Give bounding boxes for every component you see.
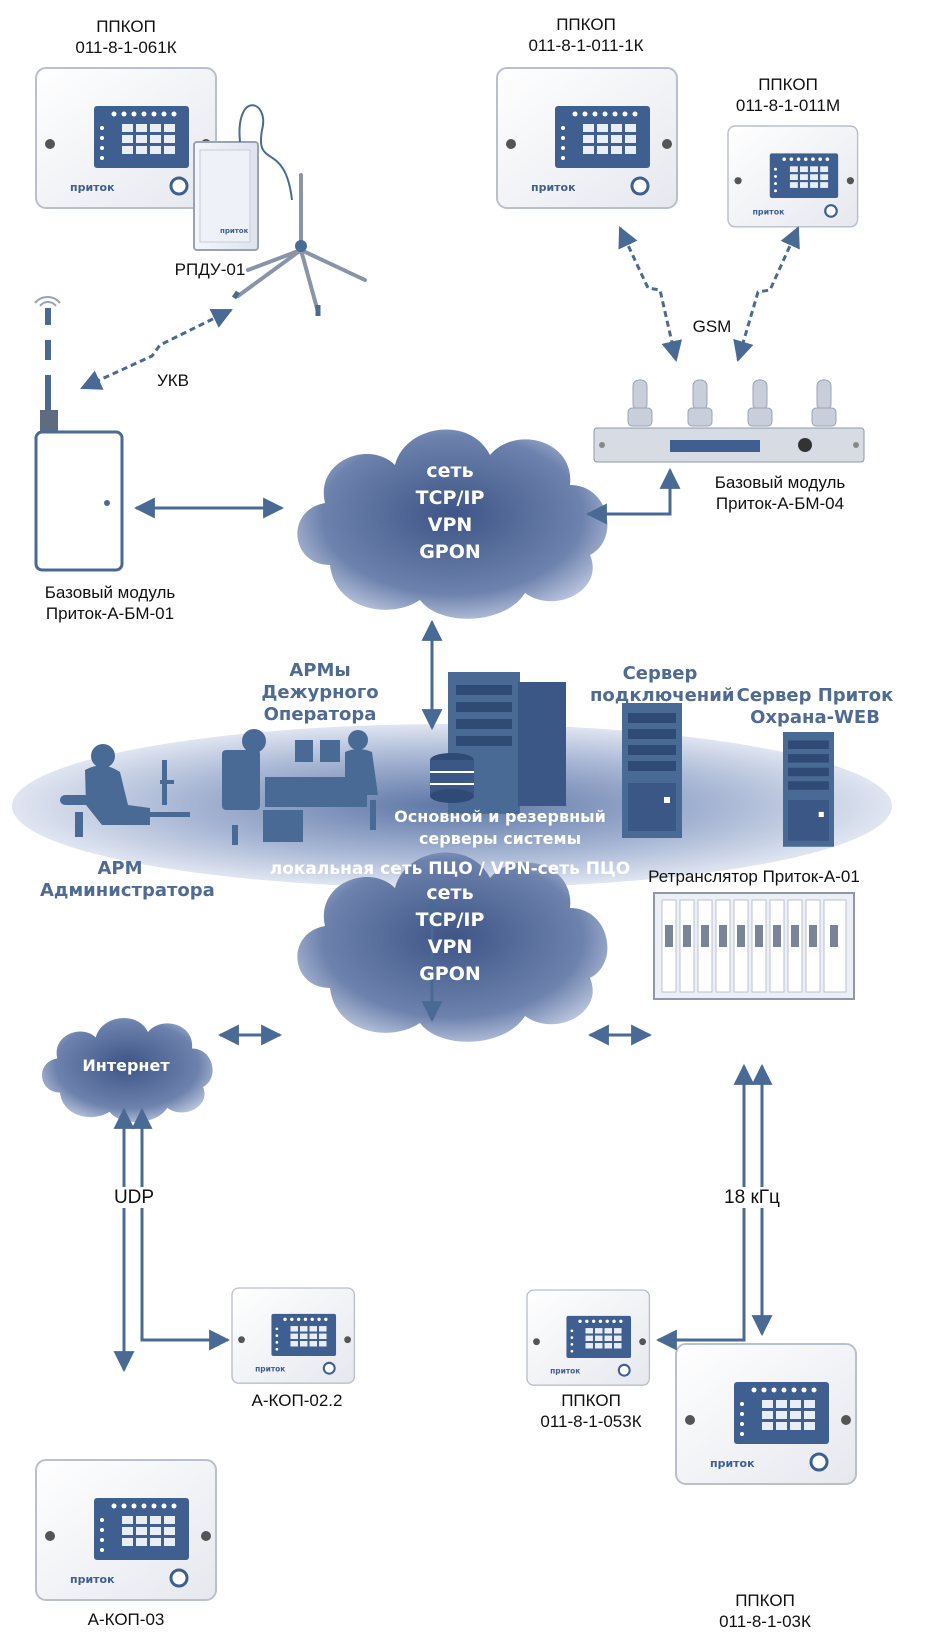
- khz-link-1: [655, 1063, 755, 1351]
- device-name: ППКОП: [735, 1591, 795, 1610]
- device-name: ППКОП: [556, 15, 616, 34]
- bm01-line1: Базовый модуль: [44, 583, 176, 602]
- server-conn-line2: подключений: [590, 685, 735, 706]
- server-connections-label: Сервер подключений: [590, 663, 735, 707]
- ppkop-011m-label: ППКОП 011-8-1-011М: [718, 74, 858, 116]
- rpdu-label: РПДУ-01: [174, 260, 246, 279]
- device-name: ППКОП: [96, 17, 156, 36]
- device-model: 011-8-1-03К: [719, 1612, 811, 1631]
- cloud-line1: сеть: [426, 460, 474, 482]
- device-name: ППКОП: [758, 75, 818, 94]
- cloud-line3: VPN: [427, 936, 473, 958]
- arm-operator-line3: Оператора: [263, 704, 377, 725]
- device-name: ППКОП: [561, 1391, 621, 1410]
- arm-admin-label: АРМ Администратора: [40, 858, 215, 902]
- arm-admin-icon: [60, 744, 190, 837]
- arm-admin-line2: Администратора: [40, 880, 215, 901]
- bm01-line2: Приток-А-БМ-01: [45, 604, 175, 623]
- server-web-line1: Сервер Приток: [736, 685, 894, 706]
- akop-02-2-device: [230, 1286, 356, 1385]
- server-web-line2: Охрана-WEB: [750, 707, 880, 728]
- bm01-label: Базовый модуль Приток-А-БМ-01: [20, 582, 200, 624]
- udp-label: UDP: [104, 1187, 164, 1208]
- bm04-label: Базовый модуль Приток-А-БМ-04: [690, 472, 870, 514]
- ppkop-061k-device: [34, 66, 218, 210]
- bm04-device: [593, 379, 865, 463]
- network-cloud-top-label: сеть TCP/IP VPN GPON: [380, 458, 520, 566]
- internet-cloud-label: Интернет: [82, 1056, 170, 1075]
- arm-operator-label: АРМы Дежурного Оператора: [255, 660, 385, 726]
- ppkop-03k-label: ППКОП 011-8-1-03К: [690, 1590, 840, 1632]
- ppkop-011-1k-device: [495, 66, 679, 210]
- svg-text:притoк: притoк: [220, 227, 249, 235]
- server-connections-icon: [622, 703, 682, 838]
- ppkop-011m-device: [726, 124, 859, 228]
- akop-02-2-label: А-КОП-02.2: [251, 1391, 343, 1410]
- main-servers-label: Основной и резервный серверы системы: [375, 806, 625, 850]
- cloud-bm04-link: [585, 467, 681, 525]
- server-conn-line1: Сервер: [622, 663, 698, 684]
- bm04-line1: Базовый модуль: [714, 473, 846, 492]
- udp-link-2: [131, 1107, 231, 1351]
- antenna-icon: [236, 173, 367, 314]
- ppkop-053k-device: [525, 1288, 651, 1387]
- retranslator-label: Ретранслятор Приток-А-01: [648, 867, 860, 886]
- ppkop-061k-label: ППКОП 011-8-1-061К: [56, 16, 196, 58]
- arm-operator-line2: Дежурного: [261, 682, 379, 703]
- main-servers-line1: Основной и резервный: [394, 807, 606, 826]
- cloud-line3: VPN: [427, 514, 473, 536]
- khz-label: 18 кГц: [712, 1187, 792, 1208]
- ukv-label: УКВ: [156, 371, 190, 390]
- cloud-line2: TCP/IP: [415, 909, 485, 931]
- cloud-line4: GPON: [419, 963, 481, 985]
- device-model: 011-8-1-011-1К: [528, 36, 644, 55]
- network-cloud-bottom-label: сеть TCP/IP VPN GPON: [380, 880, 520, 988]
- bm01-device: [34, 430, 124, 572]
- arm-operators-icon: [222, 729, 378, 845]
- main-servers-icon: [430, 672, 566, 814]
- device-model: 011-8-1-053К: [540, 1412, 642, 1431]
- gsm-label: GSM: [692, 317, 732, 336]
- device-model: 011-8-1-011М: [735, 96, 841, 115]
- server-web-icon: [783, 732, 834, 847]
- arm-admin-line1: АРМ: [97, 858, 143, 879]
- pco-lan-label: локальная сеть ПЦО / VPN-сеть ПЦО: [269, 859, 631, 879]
- ukv-link: [80, 308, 233, 390]
- gsm-link-left: [618, 226, 683, 363]
- bm01-mast: [34, 296, 61, 432]
- cloud-line1: сеть: [426, 882, 474, 904]
- ppkop-03k-device: [674, 1342, 858, 1486]
- cloud-line4: GPON: [419, 541, 481, 563]
- main-servers-line2: серверы системы: [418, 829, 582, 848]
- akop-03-device: [34, 1458, 218, 1602]
- device-model: 011-8-1-061К: [75, 38, 177, 57]
- arm-operator-line1: АРМы: [289, 660, 351, 681]
- cloud-line2: TCP/IP: [415, 487, 485, 509]
- akop-03-label: А-КОП-03: [87, 1610, 165, 1629]
- rpdu-device: притoк: [193, 104, 293, 251]
- ppkop-053k-label: ППКОП 011-8-1-053К: [516, 1390, 666, 1432]
- retranslator-device: [653, 892, 855, 1000]
- gsm-link-right: [733, 226, 800, 363]
- bm04-line2: Приток-А-БМ-04: [715, 494, 845, 513]
- server-web-label: Сервер Приток Охрана-WEB: [735, 685, 895, 729]
- ppkop-011-1k-label: ППКОП 011-8-1-011-1К: [506, 14, 666, 56]
